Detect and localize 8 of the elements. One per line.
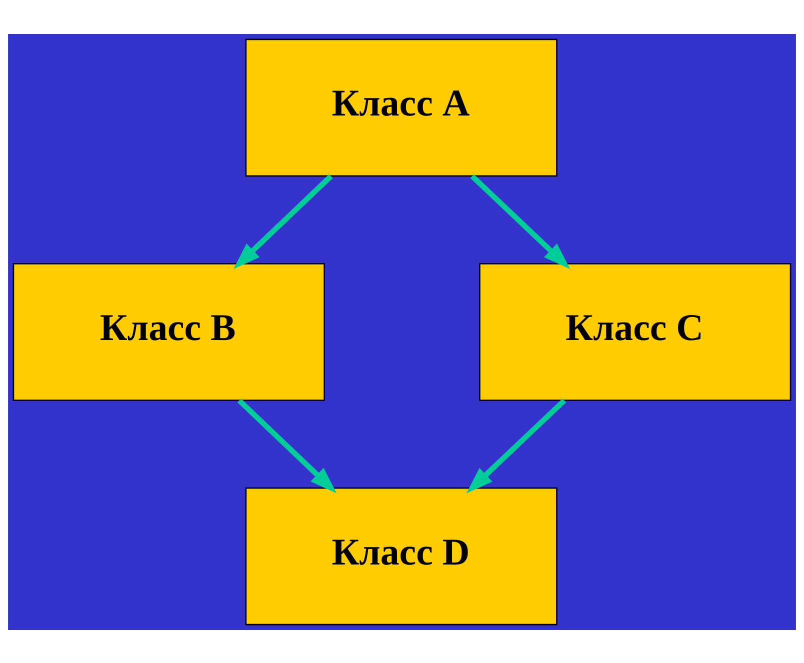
arrow xyxy=(237,398,337,493)
arrow xyxy=(466,398,566,493)
node-box: Класс D xyxy=(245,486,558,625)
arrow xyxy=(233,174,333,269)
node-box: Класс A xyxy=(245,38,558,176)
node-box: Класс C xyxy=(479,262,792,400)
node-box: Класс B xyxy=(12,262,325,400)
arrow xyxy=(470,174,570,269)
